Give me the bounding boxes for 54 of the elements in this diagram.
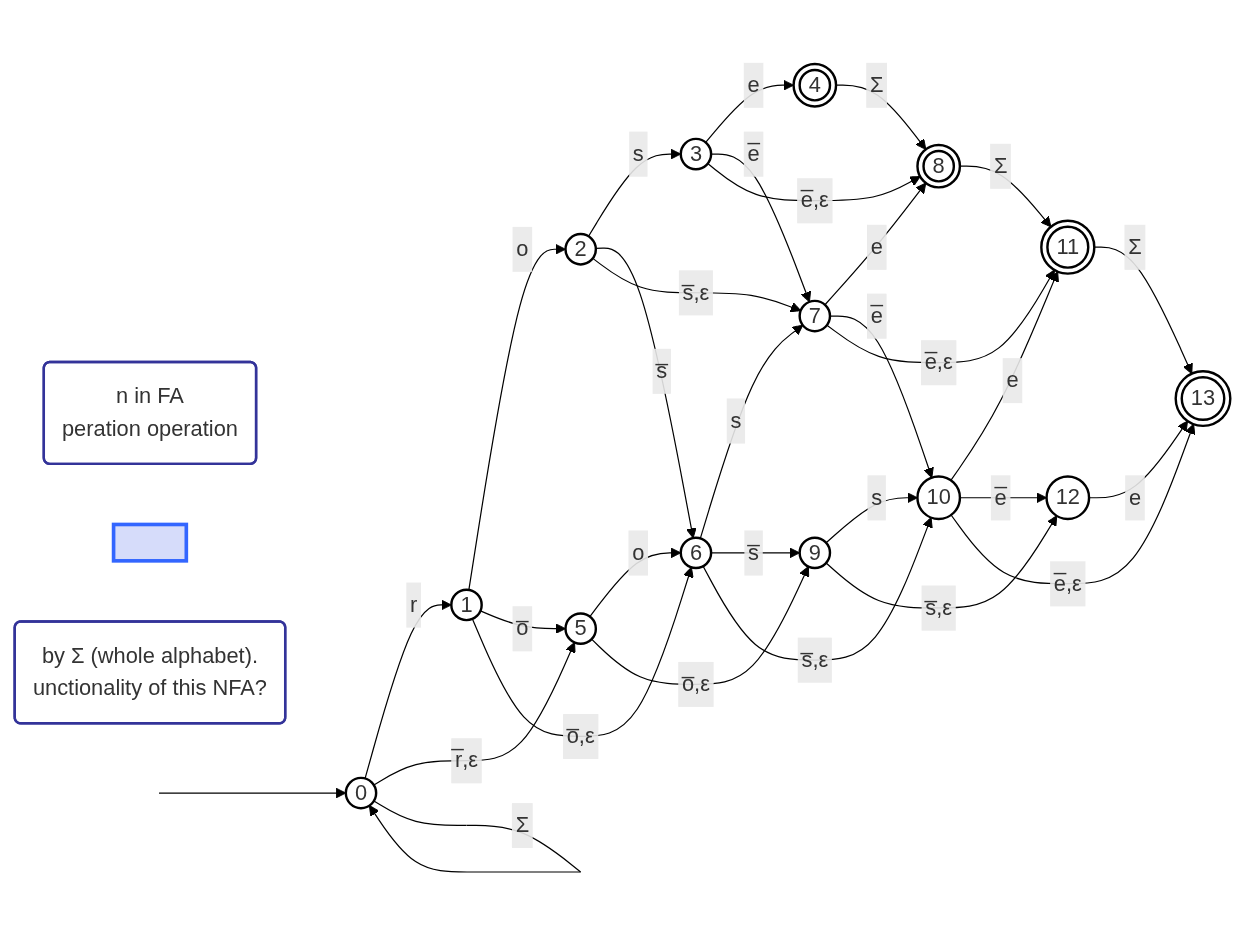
node-circle: 11 — [1040, 219, 1096, 275]
edge-label: s̅ — [748, 540, 760, 565]
edge-label: e̅,ε — [924, 349, 953, 375]
arrow — [595, 247, 697, 539]
node-circle: 4 — [792, 62, 838, 108]
edge-label: Σ — [870, 72, 884, 97]
edge-label: s̅,ε — [801, 647, 829, 672]
edge-label: s̅,ε — [682, 280, 710, 305]
arrow — [471, 566, 694, 737]
node-circle: 12 — [1045, 475, 1091, 521]
arrow — [950, 423, 1196, 585]
arrow — [829, 315, 934, 479]
arrow — [158, 787, 347, 799]
edge-label: e̅,ε — [800, 188, 829, 213]
arrow — [373, 642, 576, 786]
edge-label: e̅ — [747, 141, 760, 166]
edge-label: Σ — [1128, 234, 1142, 259]
arrow — [468, 243, 566, 591]
edge-label: e — [1006, 367, 1019, 393]
edge-label: s — [730, 408, 742, 433]
edge-label: o̅,ε — [566, 723, 595, 749]
arrow — [826, 269, 1055, 364]
edge-label: e̅,ε — [1053, 571, 1082, 596]
node-circle: 5 — [564, 612, 598, 645]
node-circle: 7 — [798, 299, 832, 333]
node-circle: 0 — [344, 776, 378, 810]
edge-label: r — [410, 592, 418, 617]
edge-label: s̅ — [656, 358, 668, 383]
arrow — [364, 599, 452, 780]
edge-label: o — [516, 236, 529, 261]
edge-label: s — [871, 485, 883, 510]
edge-label: o̅ — [516, 616, 529, 641]
edge-label: e̅ — [870, 303, 883, 328]
edge-label: s̅,ε — [925, 595, 953, 620]
node-circle: 2 — [564, 232, 598, 266]
node-circle: 8 — [916, 143, 962, 189]
edge-label: e̅ — [994, 485, 1007, 510]
edge-label: o̅,ε — [681, 671, 710, 696]
arrow — [702, 517, 933, 661]
node-circle: 6 — [679, 536, 713, 570]
edge-label: e — [1128, 485, 1142, 510]
node-circle: 9 — [798, 536, 832, 570]
node-circle: 1 — [450, 588, 483, 622]
node-box — [111, 522, 189, 563]
edge-label: o — [632, 540, 645, 565]
arrow — [710, 153, 812, 303]
edge-label: s — [632, 141, 644, 166]
node-circle: 10 — [916, 475, 962, 521]
node-circle: 13 — [1174, 370, 1232, 428]
edge-label: e — [870, 234, 883, 259]
edge-label: Σ — [993, 153, 1008, 178]
node-circle: 3 — [679, 137, 713, 171]
edge-label: Σ — [515, 812, 530, 838]
edge-label: e — [747, 72, 760, 97]
